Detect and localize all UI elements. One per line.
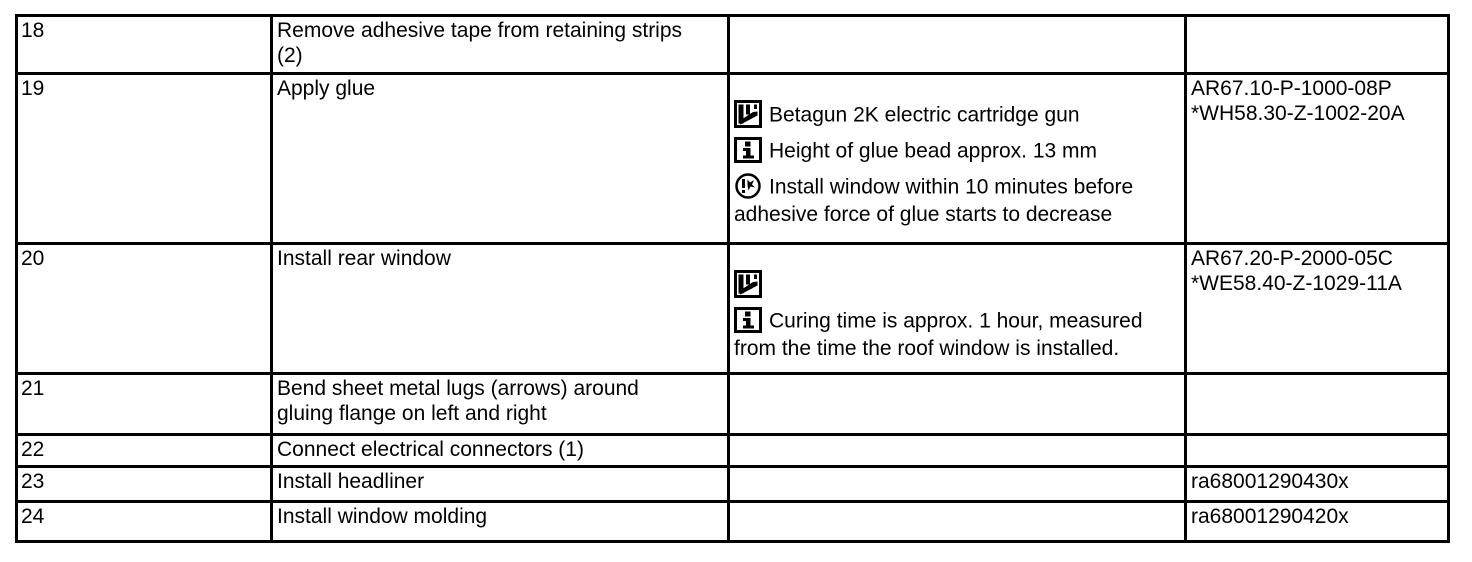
notes-cell <box>727 465 1187 503</box>
note-text: Curing time is approx. 1 hour, measured … <box>734 309 1143 360</box>
task-text: Install rear window <box>277 247 451 270</box>
table-row: 23 Install headliner ra68001290430x <box>15 465 1450 503</box>
table-row: 19 Apply glue Betagun 2K electric cartri… <box>15 72 1450 245</box>
step-number-cell: 22 <box>15 433 273 468</box>
docref-text: AR67.10-P-1000-08P *WH58.30-Z-1002-20A <box>1191 77 1405 125</box>
step-number: 23 <box>21 470 45 493</box>
docref-cell <box>1184 372 1450 436</box>
procedure-table-body: 18 Remove adhesive tape from retaining s… <box>15 14 1450 543</box>
task-text: Remove adhesive tape from retaining stri… <box>277 19 683 67</box>
step-number-cell: 18 <box>15 14 273 75</box>
docref-cell: AR67.20-P-2000-05C *WE58.40-Z-1029-11A <box>1184 242 1450 375</box>
info-icon <box>734 136 762 164</box>
step-number-cell: 21 <box>15 372 273 436</box>
procedure-table: 18 Remove adhesive tape from retaining s… <box>15 14 1450 543</box>
task-text: Install headliner <box>277 470 425 493</box>
step-number-cell: 20 <box>15 242 273 375</box>
notes-cell <box>727 500 1187 543</box>
special-tool-icon <box>734 270 762 298</box>
task-text: Apply glue <box>277 77 376 100</box>
docref-cell: AR67.10-P-1000-08P *WH58.30-Z-1002-20A <box>1184 72 1450 245</box>
task-cell: Apply glue <box>270 72 730 245</box>
note-text: Betagun 2K electric cartridge gun <box>769 103 1080 127</box>
note-text: Height of glue bead approx. 13 mm <box>769 139 1098 163</box>
note-item <box>734 270 1180 300</box>
special-tool-icon <box>734 100 762 128</box>
step-number: 18 <box>21 19 45 42</box>
task-text: Install window molding <box>277 505 488 528</box>
task-cell: Connect electrical connectors (1) <box>270 433 730 468</box>
step-number: 21 <box>21 377 45 400</box>
table-row: 24 Install window molding ra68001290420x <box>15 500 1450 543</box>
notes-list: Curing time is approx. 1 hour, measured … <box>734 270 1180 361</box>
note-text: Install window within 10 minutes before … <box>734 175 1134 226</box>
docref-cell: ra68001290430x <box>1184 465 1450 503</box>
table-row: 21 Bend sheet metal lugs (arrows) around… <box>15 372 1450 436</box>
step-number: 24 <box>21 505 45 528</box>
notes-cell <box>727 372 1187 436</box>
table-row: 22 Connect electrical connectors (1) <box>15 433 1450 468</box>
task-cell: Bend sheet metal lugs (arrows) around gl… <box>270 372 730 436</box>
notes-cell: Curing time is approx. 1 hour, measured … <box>727 242 1187 375</box>
step-number-cell: 23 <box>15 465 273 503</box>
task-cell: Remove adhesive tape from retaining stri… <box>270 14 730 75</box>
note-item: Height of glue bead approx. 13 mm <box>734 136 1180 166</box>
docref-cell <box>1184 14 1450 75</box>
step-number: 19 <box>21 77 45 100</box>
table-row: 18 Remove adhesive tape from retaining s… <box>15 14 1450 75</box>
time-note-icon <box>734 172 762 200</box>
task-cell: Install headliner <box>270 465 730 503</box>
task-text: Connect electrical connectors (1) <box>277 438 584 461</box>
step-number: 20 <box>21 247 45 270</box>
step-number-cell: 19 <box>15 72 273 245</box>
note-item: Curing time is approx. 1 hour, measured … <box>734 306 1180 361</box>
task-cell: Install rear window <box>270 242 730 375</box>
table-row: 20 Install rear window Curing time is ap… <box>15 242 1450 375</box>
task-cell: Install window molding <box>270 500 730 543</box>
docref-cell: ra68001290420x <box>1184 500 1450 543</box>
docref-text: ra68001290420x <box>1191 505 1349 528</box>
note-item: Betagun 2K electric cartridge gun <box>734 100 1180 130</box>
notes-cell <box>727 14 1187 75</box>
info-icon <box>734 306 762 334</box>
step-number: 22 <box>21 438 45 461</box>
step-number-cell: 24 <box>15 500 273 543</box>
note-item: Install window within 10 minutes before … <box>734 172 1180 227</box>
notes-cell <box>727 433 1187 468</box>
docref-text: AR67.20-P-2000-05C *WE58.40-Z-1029-11A <box>1191 247 1402 295</box>
docref-text: ra68001290430x <box>1191 470 1349 493</box>
docref-cell <box>1184 433 1450 468</box>
task-text: Bend sheet metal lugs (arrows) around gl… <box>277 377 639 425</box>
